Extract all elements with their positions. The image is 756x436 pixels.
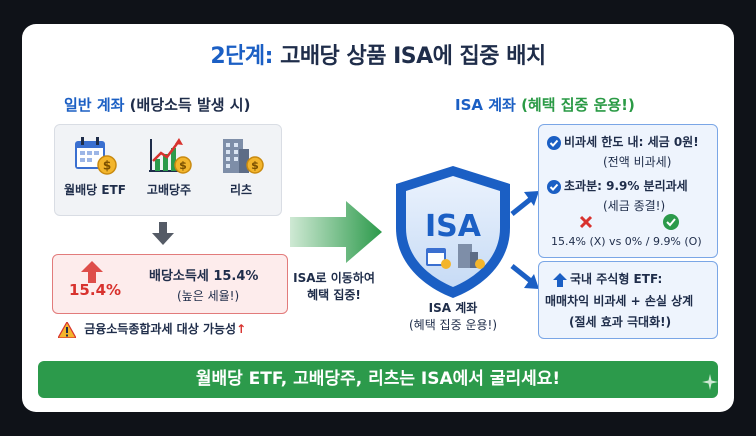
svg-text:$: $ xyxy=(103,159,111,173)
general-account-subtitle: (배당소득 발생 시) xyxy=(129,96,251,114)
arrow-right-large-icon xyxy=(290,201,382,263)
domestic-etf-box: 국내 주식형 ETF: 매매차익 비과세 + 손실 상계 (절세 효과 극대화!… xyxy=(538,261,718,339)
svg-text:$: $ xyxy=(251,159,259,172)
check-circle-icon xyxy=(547,135,561,150)
domestic-etf-benefit: 매매차익 비과세 + 손실 상계 xyxy=(545,294,694,308)
tax-compare-text: 15.4% (X) vs 0% / 9.9% (O) xyxy=(551,235,702,248)
growth-chart-icon: $ xyxy=(149,138,192,174)
move-to-isa-label: ISA로 이동하여 혜택 집중! xyxy=(284,270,384,304)
title-text: 고배당 상품 ISA에 집중 배치 xyxy=(280,44,546,69)
red-x-icon xyxy=(579,215,593,229)
arrow-down-right-icon xyxy=(510,264,539,289)
warning-text: 금융소득종합과세 대상 가능성 xyxy=(84,322,237,336)
general-account-heading: 일반 계좌 (배당소득 발생 시) xyxy=(64,94,250,115)
svg-text:$: $ xyxy=(179,159,187,172)
warning-icon xyxy=(56,320,78,339)
isa-heading-subtitle: (혜택 집중 운용!) xyxy=(521,96,635,114)
benefit-separate-tax-sub: (세금 종결!) xyxy=(603,199,666,213)
move-line-2: 혜택 집중! xyxy=(307,288,361,302)
benefit-tax-free: 비과세 한도 내: 세금 0원! xyxy=(547,133,699,150)
tax-main-text: 배당소득세 15.4% xyxy=(149,269,259,284)
warning-note: 금융소득종합과세 대상 가능성↑ xyxy=(56,320,247,339)
domestic-etf-effect: (절세 효과 극대화!) xyxy=(569,315,672,329)
benefit-separate-tax-text: 초과분: 9.9% 분리과세 xyxy=(564,179,688,193)
product-reits: $ 리츠 xyxy=(205,135,277,198)
isa-account-label: ISA 계좌 (혜택 집중 운용!) xyxy=(398,300,508,334)
products-box: $ 월배당 ETF $ 고배당주 xyxy=(54,124,282,216)
arrow-up-right-icon xyxy=(510,191,539,216)
product-label: 고배당주 xyxy=(146,183,192,197)
green-check-icon xyxy=(663,214,679,230)
tax-percent: 15.4% xyxy=(69,281,122,299)
sparkle-icon xyxy=(702,374,718,390)
product-label: 리츠 xyxy=(229,183,253,197)
domestic-etf-title-text: 국내 주식형 ETF: xyxy=(570,272,663,286)
product-monthly-etf: $ 월배당 ETF xyxy=(59,135,131,198)
isa-account-title: ISA 계좌 xyxy=(428,301,478,315)
building-coin-icon: $ xyxy=(223,139,264,174)
arrow-up-icon xyxy=(553,272,567,287)
benefit-separate-tax: 초과분: 9.9% 분리과세 xyxy=(547,177,688,194)
isa-benefits-box: 비과세 한도 내: 세금 0원! (전액 비과세) 초과분: 9.9% 분리과세… xyxy=(538,124,718,258)
arrow-down-icon xyxy=(152,222,174,245)
product-label: 월배당 ETF xyxy=(64,183,126,197)
benefit-tax-free-sub: (전액 비과세) xyxy=(603,155,672,169)
page-title: 2단계: 고배당 상품 ISA에 집중 배치 xyxy=(22,38,734,70)
dividend-tax-box: 15.4% 배당소득세 15.4% (높은 세율!) xyxy=(52,254,288,314)
check-circle-icon xyxy=(547,179,561,194)
move-line-1: ISA로 이동하여 xyxy=(293,271,375,285)
arrow-up-icon xyxy=(81,261,103,283)
general-account-title: 일반 계좌 xyxy=(64,96,125,114)
tax-sub-text: (높은 세율!) xyxy=(177,289,240,303)
isa-account-heading: ISA 계좌 (혜택 집중 운용!) xyxy=(455,94,635,115)
isa-account-subtitle: (혜택 집중 운용!) xyxy=(408,318,498,332)
infographic-card: 2단계: 고배당 상품 ISA에 집중 배치 일반 계좌 (배당소득 발생 시)… xyxy=(22,24,734,412)
shield-text: ISA xyxy=(425,209,482,244)
warning-arrow: ↑ xyxy=(236,322,247,336)
isa-shield-icon: ISA xyxy=(396,166,510,298)
isa-heading-title: ISA 계좌 xyxy=(455,96,516,114)
bottom-banner: 월배당 ETF, 고배당주, 리츠는 ISA에서 굴리세요! xyxy=(38,361,718,398)
title-step: 2단계: xyxy=(210,44,273,69)
calendar-coin-icon: $ xyxy=(75,137,117,175)
domestic-etf-title: 국내 주식형 ETF: xyxy=(553,270,662,287)
benefit-tax-free-text: 비과세 한도 내: 세금 0원! xyxy=(564,135,699,149)
product-high-dividend-stock: $ 고배당주 xyxy=(133,135,205,198)
